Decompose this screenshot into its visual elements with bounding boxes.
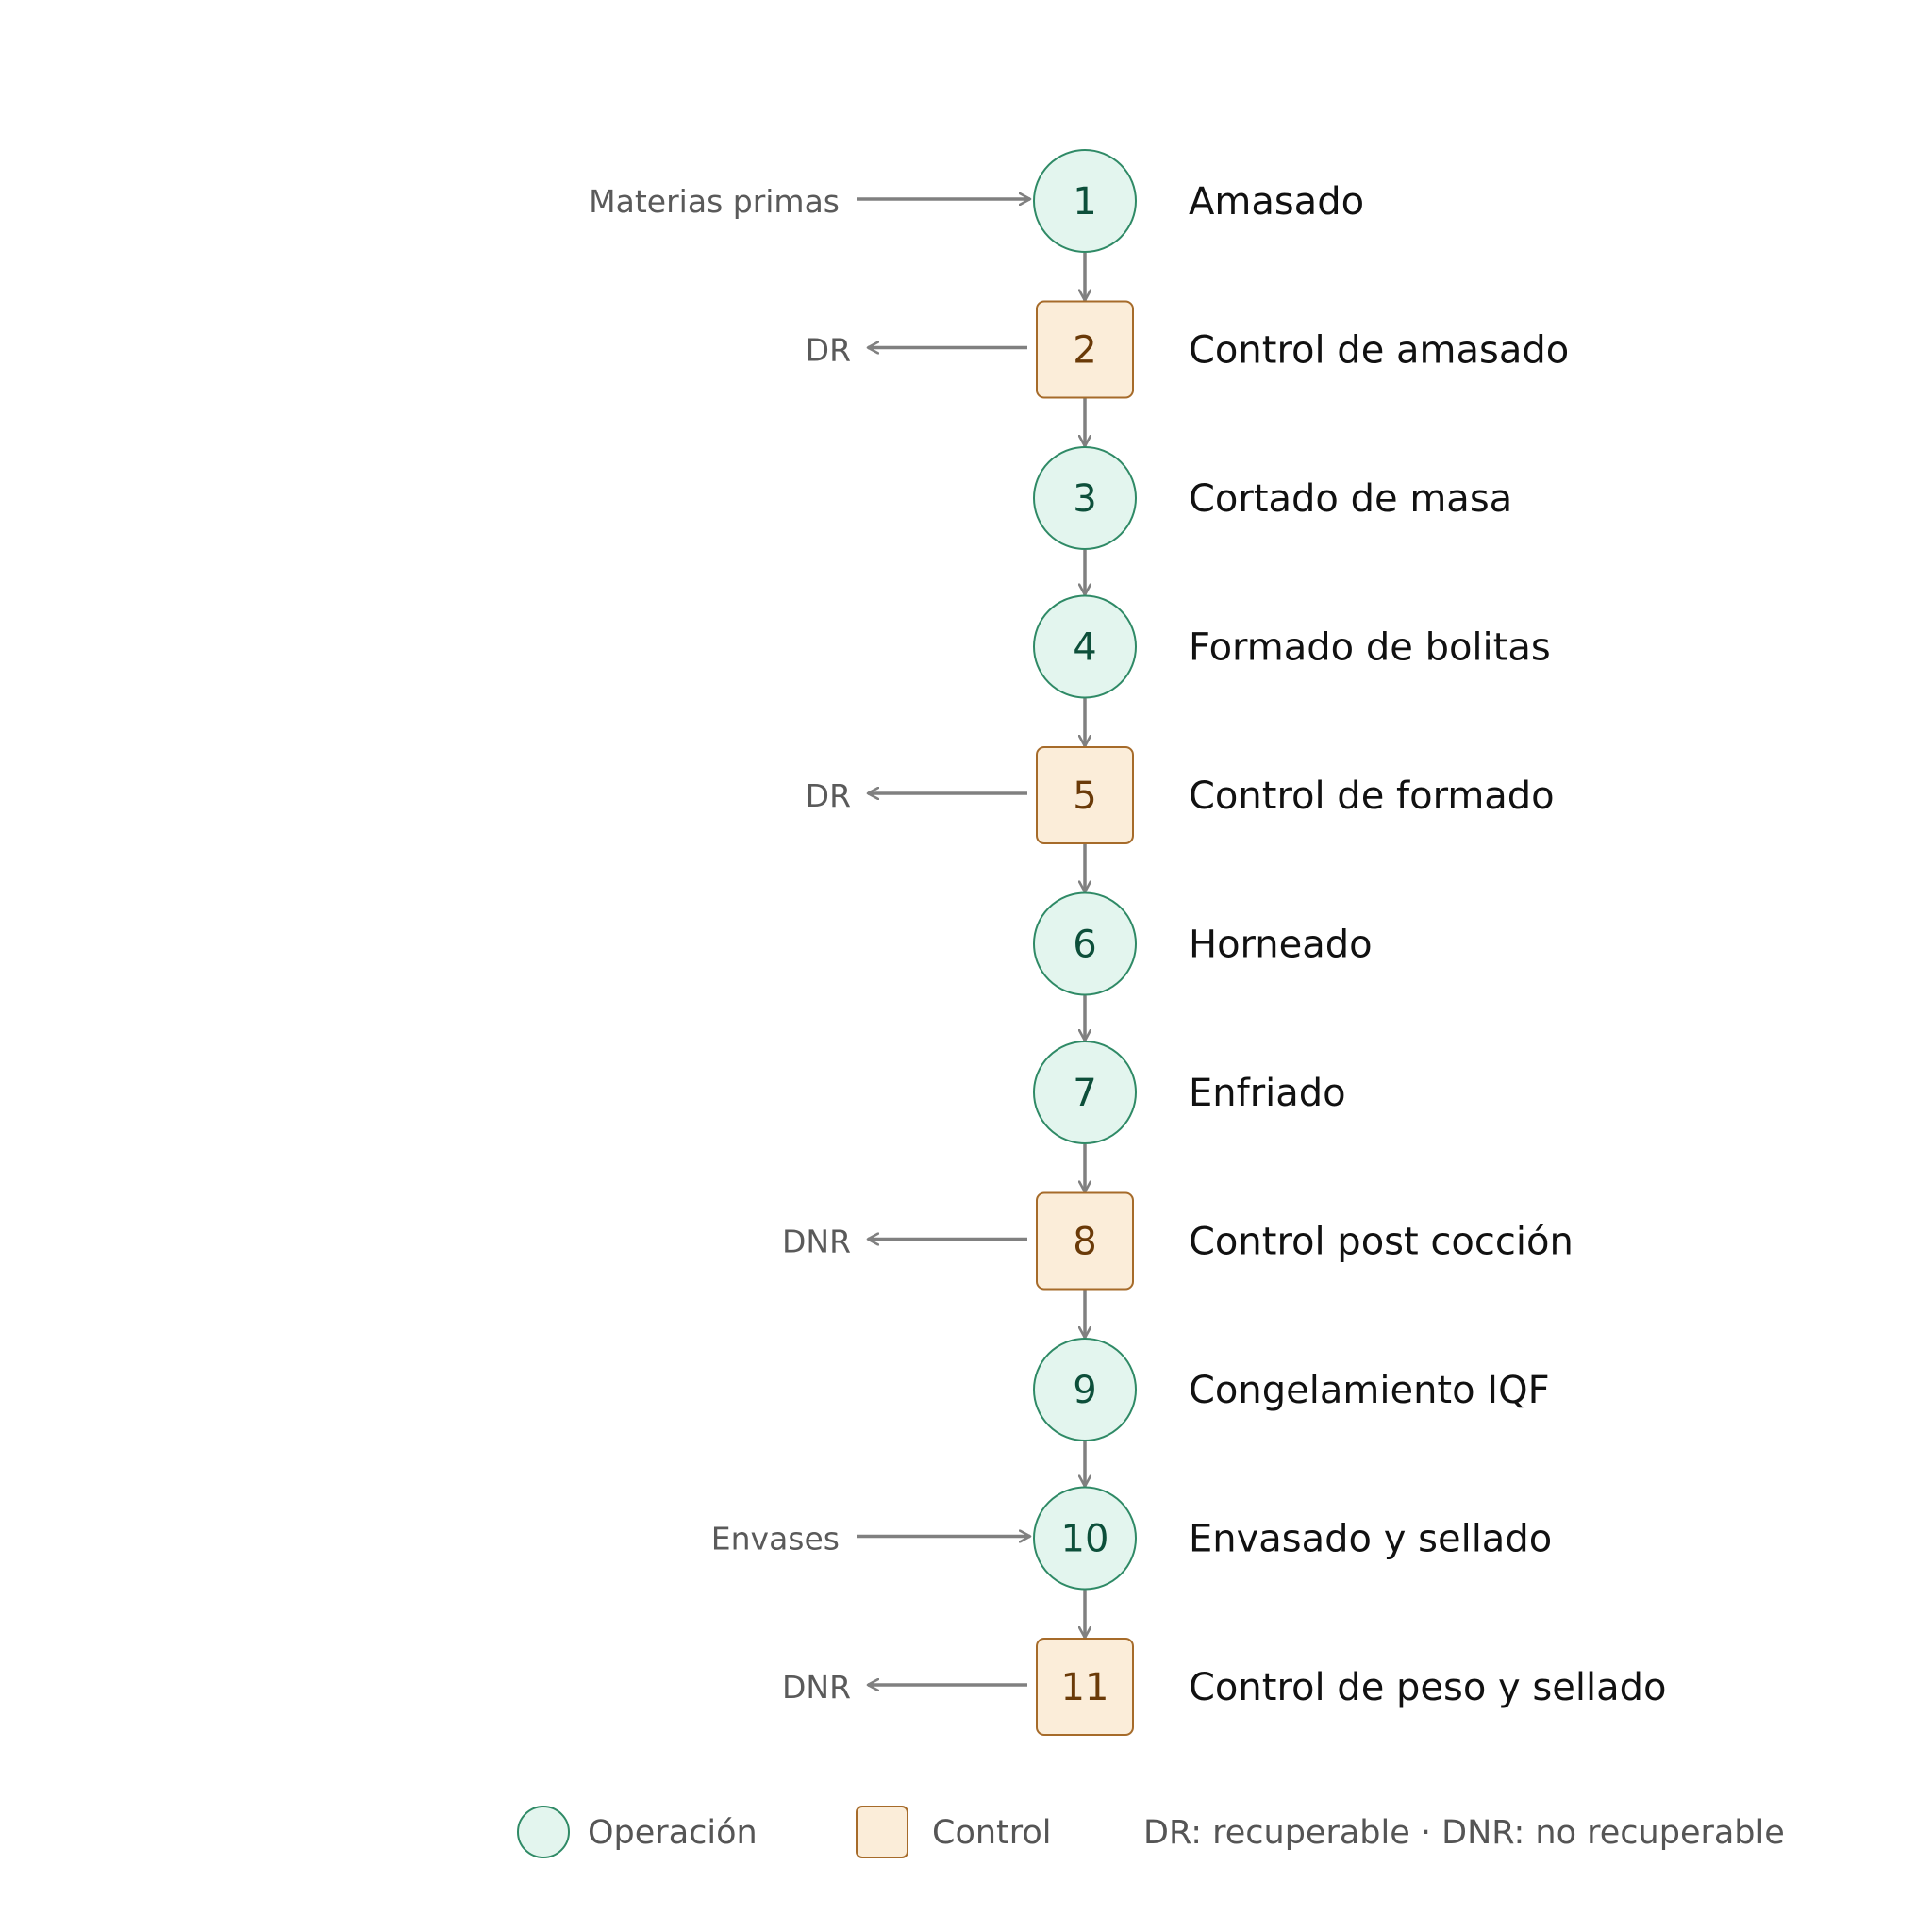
side-flow: DNR [782,1224,1027,1260]
step-label: Horneado [1189,924,1373,967]
side-flow: DR [806,777,1027,814]
process-step: 4 Formado de bolitas [1033,594,1551,699]
waste-label: DNR [782,1224,851,1260]
process-step: 8 Control post cocción [1036,1191,1574,1291]
step-number: 8 [1073,1221,1096,1264]
step-number: 10 [1061,1518,1109,1561]
input-label: Envases [711,1521,840,1557]
step-number: 5 [1073,774,1096,818]
step-number: 1 [1073,180,1096,224]
legend-control-swatch [856,1806,908,1858]
legend-operation-label: Operación [588,1814,758,1852]
process-step: 2 Control de amasado [1036,300,1569,399]
side-flow: Materias primas [589,183,1030,220]
process-step: 10 Envasado y sellado [1033,1486,1552,1591]
process-step: 3 Cortado de masa [1033,446,1512,550]
operation-node [1033,1338,1137,1441]
step-number: 6 [1073,924,1096,967]
input-label: Materias primas [589,183,840,220]
operation-node [1033,1041,1137,1144]
step-label: Formado de bolitas [1189,626,1551,670]
step-label: Control de peso y sellado [1189,1666,1666,1709]
legend-control-label: Control [932,1814,1052,1852]
step-label: Cortado de masa [1189,477,1512,521]
process-step: 11 Control de peso y sellado [1036,1638,1666,1736]
control-node [1036,1191,1134,1291]
operation-node [1033,891,1137,996]
side-flow: Envases [711,1521,1030,1557]
control-node [1036,746,1134,844]
waste-label: DR [806,332,851,369]
process-step: 5 Control de formado [1036,746,1555,844]
control-node [1036,1638,1134,1736]
operation-node [1033,1486,1137,1591]
legend-note: DR: recuperable · DNR: no recuperable [1143,1814,1785,1852]
step-number: 2 [1073,329,1096,373]
step-number: 3 [1073,477,1096,521]
process-steps: 1 Amasado 2 Control de amasado 3 Cortado de m… [1033,149,1666,1736]
process-step: 7 Enfriado [1033,1041,1346,1144]
step-label: Envasado y sellado [1189,1518,1552,1561]
side-flow: DR [806,332,1027,369]
waste-label: DNR [782,1669,851,1706]
operation-node [1033,149,1137,253]
step-label: Congelamiento IQF [1189,1369,1550,1412]
step-number: 9 [1073,1369,1096,1412]
operation-node [1033,446,1137,550]
operation-node [1033,594,1137,699]
process-step: 1 Amasado [1033,149,1364,253]
process-step: 9 Congelamiento IQF [1033,1338,1550,1441]
legend: Operación Control DR: recuperable · DNR:… [517,1806,1785,1858]
control-node [1036,300,1134,399]
step-number: 4 [1073,626,1096,670]
step-label: Control de amasado [1189,329,1569,373]
step-number: 11 [1061,1666,1109,1709]
step-number: 7 [1073,1072,1096,1115]
step-label: Control post cocción [1189,1221,1574,1264]
step-label: Control de formado [1189,774,1555,818]
side-flow: DNR [782,1669,1027,1706]
legend-operation-swatch [517,1806,570,1858]
process-step: 6 Horneado [1033,891,1373,996]
step-label: Amasado [1189,180,1364,224]
step-label: Enfriado [1189,1072,1346,1115]
waste-label: DR [806,777,851,814]
